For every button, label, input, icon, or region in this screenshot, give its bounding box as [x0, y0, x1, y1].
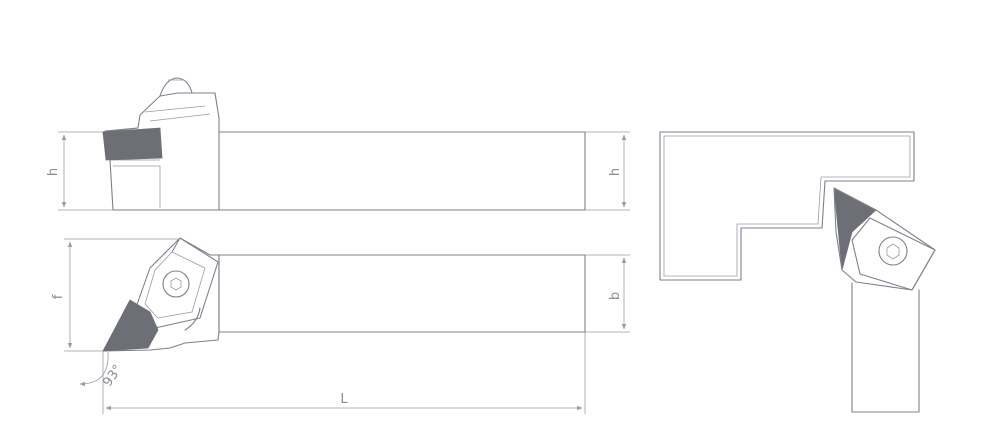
- end-view-head: [833, 187, 936, 291]
- side-view-insert: [102, 127, 163, 161]
- label-f: f: [51, 294, 66, 299]
- top-view-shank: [218, 254, 586, 333]
- dimensions: [58, 131, 630, 414]
- side-view-shank: [218, 131, 586, 211]
- label-h-left: h: [46, 168, 61, 176]
- end-view-outline: [659, 131, 915, 281]
- side-view: [102, 77, 586, 211]
- label-L: L: [340, 392, 348, 407]
- label-h-right: h: [608, 168, 623, 176]
- label-b: b: [608, 292, 623, 300]
- clamp-top: [159, 77, 193, 97]
- end-view-screw: [878, 236, 908, 266]
- clamp-screw: [162, 270, 190, 298]
- end-view: [659, 131, 936, 413]
- angle-arc: [79, 351, 109, 387]
- label-angle: 93°: [100, 362, 126, 389]
- side-view-head: [102, 92, 220, 211]
- top-view-head-top: [171, 237, 220, 256]
- end-view-shank: [851, 282, 920, 413]
- top-view: [79, 237, 586, 387]
- top-view-head-bottom: [102, 254, 220, 352]
- top-view-insert: [102, 299, 159, 352]
- end-view-clamp: [851, 217, 936, 291]
